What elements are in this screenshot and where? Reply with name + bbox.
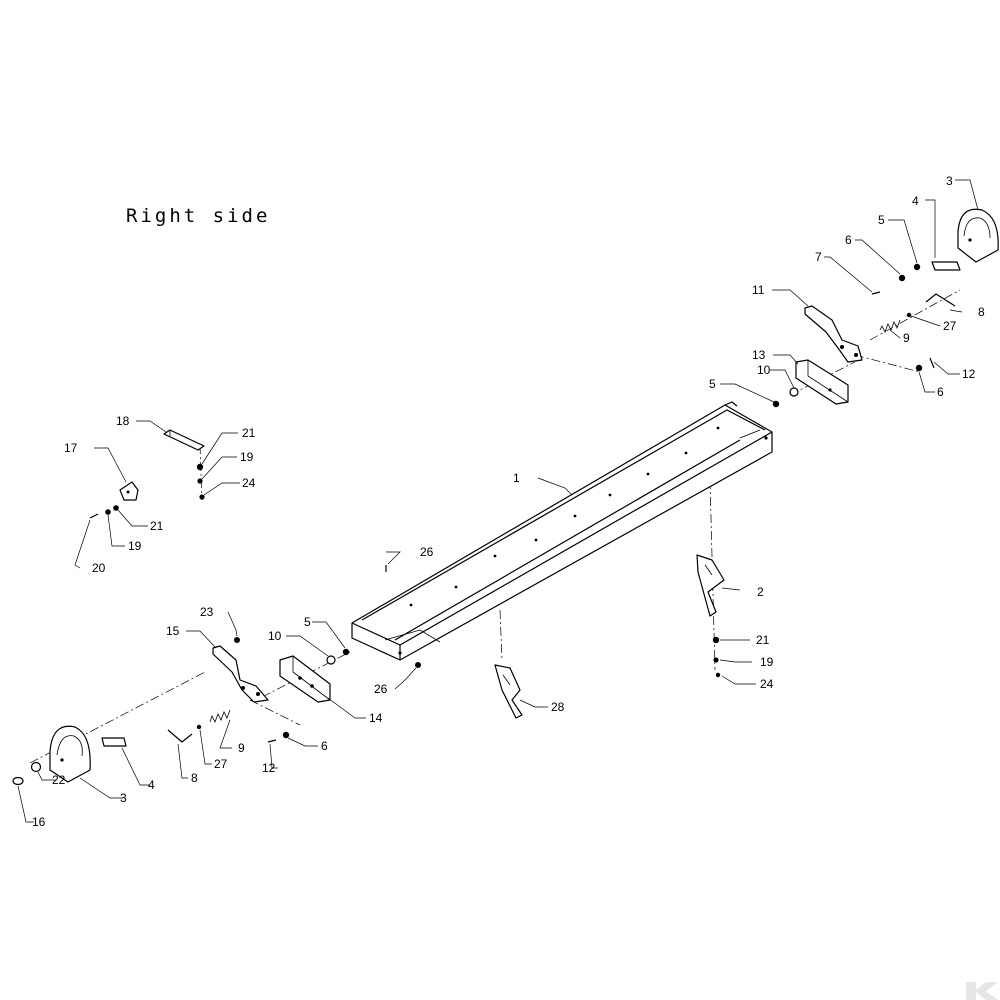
callout-2: 2 bbox=[757, 585, 764, 599]
callout-12-right: 12 bbox=[962, 367, 976, 381]
flat-strap-left bbox=[101, 737, 127, 747]
callout-9-right: 9 bbox=[903, 331, 910, 345]
callout-28: 28 bbox=[551, 700, 565, 714]
main-channel-beam bbox=[351, 401, 773, 661]
callout-9-left: 9 bbox=[238, 741, 245, 755]
callout-26-upper: 26 bbox=[420, 545, 434, 559]
callout-26-lower: 26 bbox=[374, 682, 388, 696]
callout-20: 20 bbox=[92, 561, 106, 575]
callout-14: 14 bbox=[369, 711, 383, 725]
diagram-title: Right side bbox=[126, 205, 270, 227]
callout-10-left: 10 bbox=[268, 629, 282, 643]
callout-3-right: 3 bbox=[946, 174, 953, 188]
callout-22: 22 bbox=[52, 773, 66, 787]
callout-21-left: 21 bbox=[150, 519, 164, 533]
rounded-plate-left bbox=[49, 725, 91, 783]
l-pin-right bbox=[925, 293, 956, 307]
spring-left bbox=[209, 709, 231, 723]
callout-numbers: 1 2 3 3 4 4 5 5 5 6 6 6 7 8 8 9 9 10 10 … bbox=[32, 174, 985, 829]
mounting-blade-right bbox=[696, 554, 725, 617]
callout-6-right: 6 bbox=[937, 385, 944, 399]
callout-27-right: 27 bbox=[943, 319, 957, 333]
callout-27-left: 27 bbox=[214, 757, 228, 771]
callout-3-left: 3 bbox=[120, 791, 127, 805]
callout-19-right: 19 bbox=[760, 655, 774, 669]
cranked-arm-left bbox=[212, 645, 269, 703]
angle-bracket-18 bbox=[163, 429, 205, 451]
callout-4-right: 4 bbox=[912, 194, 919, 208]
callout-17: 17 bbox=[64, 441, 78, 455]
callout-5-middle: 5 bbox=[709, 377, 716, 391]
callout-leader-lines bbox=[17, 179, 979, 823]
flat-strap-right bbox=[931, 261, 961, 271]
callout-7: 7 bbox=[815, 250, 822, 264]
callout-24-upper: 24 bbox=[242, 476, 256, 490]
callout-19-left: 19 bbox=[128, 539, 142, 553]
callout-6-left: 6 bbox=[321, 739, 328, 753]
callout-19-upper: 19 bbox=[240, 450, 254, 464]
callout-21-upper: 21 bbox=[242, 426, 256, 440]
callout-13: 13 bbox=[752, 348, 766, 362]
callout-11: 11 bbox=[752, 283, 765, 297]
callout-16: 16 bbox=[32, 815, 46, 829]
callout-5-lower: 5 bbox=[304, 615, 311, 629]
callout-21-right: 21 bbox=[756, 633, 770, 647]
callout-8-left: 8 bbox=[191, 771, 198, 785]
bracket-plate-left bbox=[279, 655, 331, 703]
callout-5-upper: 5 bbox=[878, 213, 885, 227]
hardware-fasteners bbox=[12, 263, 935, 786]
callout-6-upper: 6 bbox=[845, 233, 852, 247]
callout-24-right: 24 bbox=[760, 677, 774, 691]
cranked-arm-right bbox=[804, 305, 863, 363]
k-brand-logo-icon bbox=[966, 982, 998, 1000]
small-bracket-17 bbox=[119, 481, 139, 501]
assembly-axis-lines bbox=[29, 289, 961, 764]
l-pin-left bbox=[167, 729, 193, 743]
rounded-plate-right bbox=[957, 208, 999, 263]
callout-10-right: 10 bbox=[757, 363, 771, 377]
spring-right bbox=[879, 319, 901, 333]
callout-12-left: 12 bbox=[262, 761, 276, 775]
callout-4-left: 4 bbox=[148, 778, 155, 792]
callout-18: 18 bbox=[116, 414, 130, 428]
bracket-plate-right bbox=[795, 359, 849, 405]
callout-23: 23 bbox=[200, 605, 214, 619]
callout-15: 15 bbox=[166, 624, 180, 638]
callout-8-right: 8 bbox=[978, 305, 985, 319]
callout-1: 1 bbox=[513, 471, 520, 485]
mounting-blade-left bbox=[494, 664, 523, 719]
